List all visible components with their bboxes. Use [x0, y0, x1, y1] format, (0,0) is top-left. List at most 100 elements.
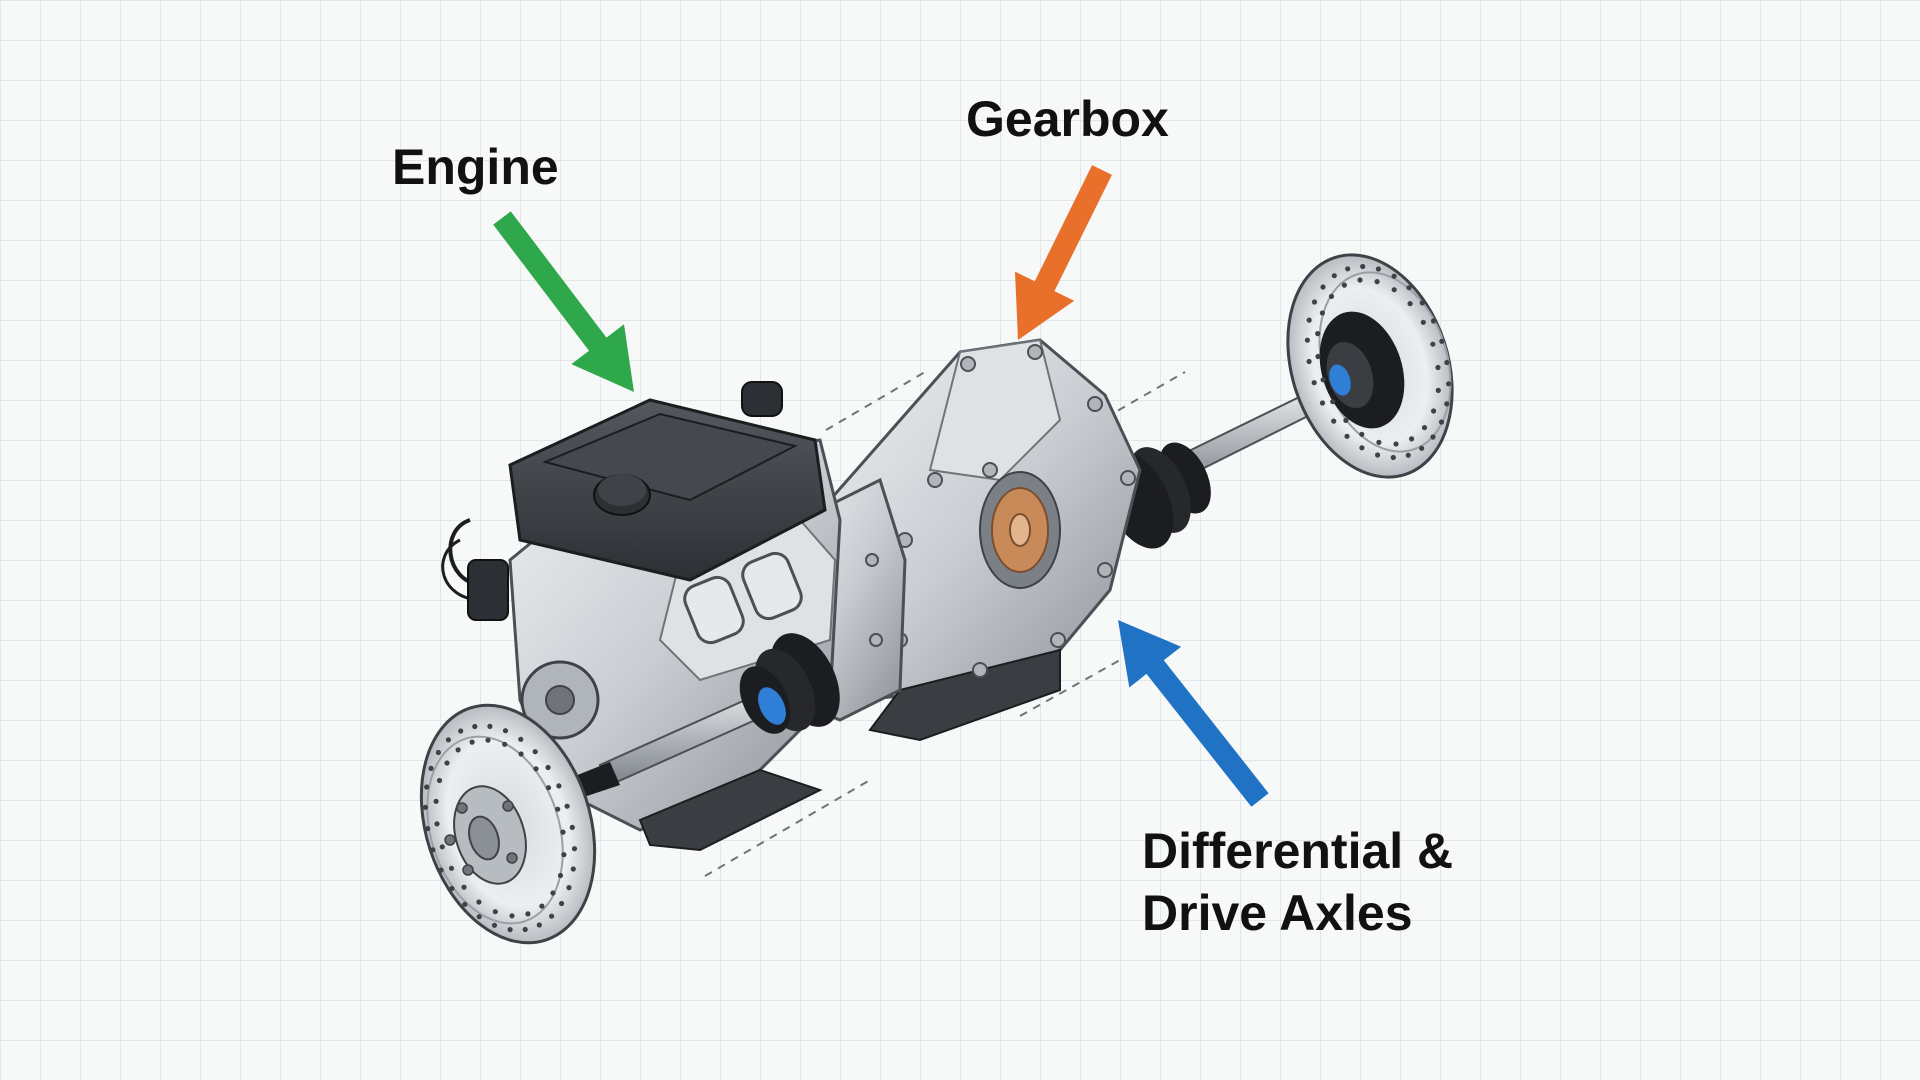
disc-drill-hole: [1312, 299, 1317, 304]
disc-drill-hole: [493, 909, 498, 914]
disc-drill-hole: [508, 927, 513, 932]
disc-drill-hole: [1305, 338, 1310, 343]
disc-drill-hole: [561, 852, 566, 857]
differential-arrow: [1118, 620, 1269, 807]
disc-drill-hole: [1392, 274, 1397, 279]
disc-drill-hole: [1332, 273, 1337, 278]
disc-drill-hole: [556, 783, 561, 788]
disc-drill-hole: [470, 740, 475, 745]
disc-drill-hole: [437, 778, 442, 783]
disc-drill-hole: [425, 826, 430, 831]
disc-drill-hole: [1419, 446, 1424, 451]
disc-drill-hole: [570, 825, 575, 830]
disc-drill-hole: [446, 737, 451, 742]
disc-drill-hole: [1420, 300, 1425, 305]
disc-drill-hole: [458, 728, 463, 733]
disc-drill-hole: [1409, 436, 1414, 441]
disc-drill-hole: [472, 724, 477, 729]
disc-drill-hole: [444, 760, 449, 765]
disc-drill-hole: [1360, 264, 1365, 269]
disc-drill-hole: [502, 742, 507, 747]
disc-drill-hole: [1430, 342, 1435, 347]
disc-drill-hole: [1406, 285, 1411, 290]
disc-drill-hole: [1406, 453, 1411, 458]
disc-drill-hole: [1321, 377, 1326, 382]
disc-drill-hole: [546, 785, 551, 790]
disc-drill-hole: [1436, 388, 1441, 393]
disc-drill-hole: [558, 873, 563, 878]
disc-drill-hole: [476, 899, 481, 904]
disc-drill-hole: [555, 807, 560, 812]
disc-drill-hole: [1439, 339, 1444, 344]
disc-drill-hole: [1408, 301, 1413, 306]
disc-drill-hole: [539, 904, 544, 909]
disc-drill-hole: [546, 765, 551, 770]
disc-drill-hole: [430, 847, 435, 852]
disc-drill-hole: [1359, 432, 1364, 437]
disc-drill-hole: [1444, 360, 1449, 365]
engine-arrow: [493, 211, 634, 392]
disc-drill-hole: [1320, 400, 1325, 405]
disc-drill-hole: [1342, 283, 1347, 288]
disc-drill-hole: [537, 922, 542, 927]
disc-drill-hole: [1312, 380, 1317, 385]
disc-drill-hole: [434, 821, 439, 826]
disc-drill-hole: [503, 728, 508, 733]
disc-drill-hole: [1393, 441, 1398, 446]
disc-drill-hole: [1329, 294, 1334, 299]
gearbox-label: Gearbox: [966, 88, 1169, 150]
disc-drill-hole: [1430, 434, 1435, 439]
disc-drill-hole: [477, 914, 482, 919]
disc-drill-hole: [1422, 425, 1427, 430]
disc-drill-hole: [423, 805, 428, 810]
disc-drill-hole: [559, 901, 564, 906]
disc-drill-hole: [1421, 320, 1426, 325]
disc-drill-hole: [565, 804, 570, 809]
differential-label-line1: Differential &: [1142, 820, 1453, 882]
gearbox-arrow: [1015, 165, 1112, 340]
disc-drill-hole: [1320, 284, 1325, 289]
disc-drill-hole: [572, 846, 577, 851]
differential-drive-axles-label: Differential & Drive Axles: [1142, 820, 1453, 944]
disc-drill-hole: [1307, 318, 1312, 323]
disc-drill-hole: [525, 911, 530, 916]
differential-label-line2: Drive Axles: [1142, 882, 1453, 944]
disc-drill-hole: [436, 750, 441, 755]
disc-drill-hole: [550, 890, 555, 895]
disc-drill-hole: [1375, 452, 1380, 457]
right-brake-disc: [1261, 233, 1480, 498]
disc-drill-hole: [1431, 318, 1436, 323]
disc-drill-hole: [1435, 365, 1440, 370]
disc-drill-hole: [1359, 445, 1364, 450]
disc-drill-hole: [519, 751, 524, 756]
disc-drill-hole: [434, 799, 439, 804]
disc-drill-hole: [461, 885, 466, 890]
disc-drill-hole: [1330, 399, 1335, 404]
disc-drill-hole: [1307, 359, 1312, 364]
disc-drill-hole: [1431, 408, 1436, 413]
disc-drill-hole: [1376, 440, 1381, 445]
disc-drill-hole: [1345, 266, 1350, 271]
disc-drill-hole: [566, 885, 571, 890]
differential-gear: [980, 472, 1060, 588]
disc-drill-hole: [449, 886, 454, 891]
disc-drill-hole: [560, 830, 565, 835]
disc-drill-hole: [439, 868, 444, 873]
disc-drill-hole: [523, 927, 528, 932]
disc-drill-hole: [428, 766, 433, 771]
engine-label: Engine: [392, 136, 559, 198]
disc-drill-hole: [533, 749, 538, 754]
disc-drill-hole: [456, 747, 461, 752]
disc-drill-hole: [1376, 266, 1381, 271]
disc-drill-hole: [449, 866, 454, 871]
disc-drill-hole: [1446, 381, 1451, 386]
disc-drill-hole: [549, 914, 554, 919]
disc-drill-hole: [1331, 419, 1336, 424]
disc-drill-hole: [1344, 434, 1349, 439]
disc-drill-hole: [492, 923, 497, 928]
disc-drill-hole: [1320, 310, 1325, 315]
disc-drill-hole: [1375, 279, 1380, 284]
disc-drill-hole: [1391, 455, 1396, 460]
